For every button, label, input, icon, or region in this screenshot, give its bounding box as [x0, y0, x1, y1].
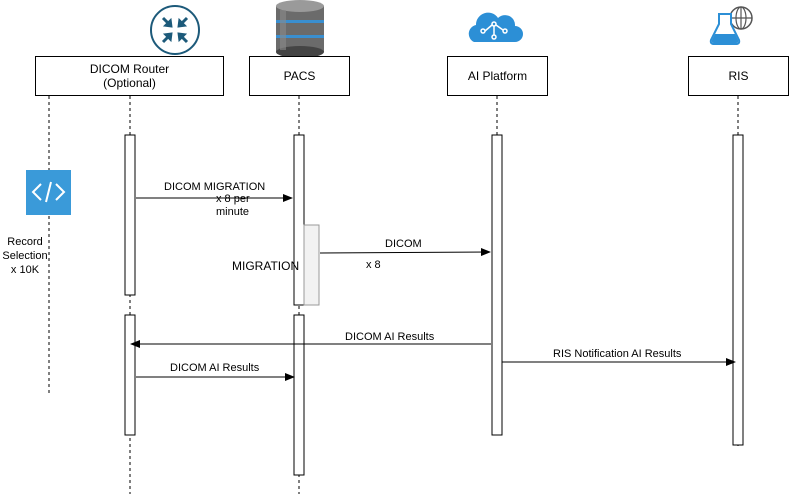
participant-ai: AI Platform — [447, 56, 548, 96]
message-label-m1: DICOM MIGRATION — [164, 181, 266, 193]
participant-pacs-label: PACS — [283, 69, 316, 83]
database-icon — [276, 0, 324, 58]
side-label: Record Selection x 10K — [0, 235, 50, 277]
message-label-m2: DICOM — [385, 238, 422, 250]
message-label-m4: DICOM AI Results — [170, 362, 260, 374]
participant-router: DICOM Router (Optional) — [35, 56, 224, 96]
activation-pacs-2 — [293, 314, 305, 476]
participant-pacs: PACS — [249, 56, 350, 96]
participant-ai-label: AI Platform — [467, 69, 528, 83]
activation-pacs-nested — [303, 224, 320, 306]
message-note-m1-line2: minute — [216, 206, 250, 218]
code-icon — [26, 170, 71, 215]
message-arrow-m2 — [319, 248, 491, 257]
cloud-ai-icon — [468, 12, 523, 42]
activation-router-2 — [124, 314, 136, 436]
participant-ris-label: RIS — [728, 69, 749, 83]
participant-ris: RIS — [688, 56, 789, 96]
activation-pacs-1 — [293, 134, 305, 306]
side-label-line1: Record — [7, 236, 43, 248]
side-label-line2: Selection — [2, 250, 48, 262]
activation-ai — [491, 134, 503, 436]
router-icon — [150, 5, 200, 55]
message-note-m1-line1: x 8 per — [216, 193, 250, 205]
message-note-m2: x 8 — [366, 259, 381, 271]
message-label-m5: RIS Notification AI Results — [553, 348, 682, 360]
message-note-m1: x 8 per minute — [216, 193, 250, 219]
lab-flask-globe-icon — [709, 6, 753, 45]
participant-router-label: DICOM Router — [89, 62, 170, 76]
message-label-m3: DICOM AI Results — [343, 331, 437, 343]
pacs-note-label: MIGRATION — [232, 259, 300, 273]
participant-router-sublabel: (Optional) — [103, 76, 156, 90]
activation-router-1 — [124, 134, 136, 296]
side-label-line3: x 10K — [10, 264, 40, 276]
activation-ris — [732, 134, 744, 446]
